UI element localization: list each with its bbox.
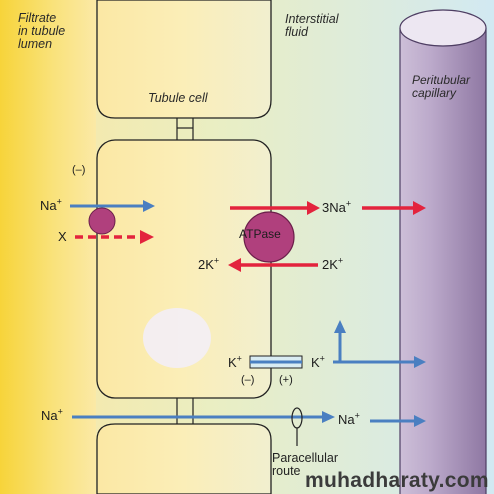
paracellular-pointer <box>291 407 303 446</box>
nucleus <box>143 308 211 368</box>
three-na-label: 3Na+ <box>322 198 352 215</box>
atpase-pump-icon <box>243 211 295 263</box>
na-apical-arrow <box>70 200 155 212</box>
minus-sign-k: (–) <box>241 374 255 386</box>
lower-tubule-cell <box>96 423 272 494</box>
na-paracellular-right-label: Na+ <box>338 410 360 427</box>
two-k-left-label: 2K+ <box>198 255 220 272</box>
k-channel-icon <box>249 355 303 369</box>
k-out-label: K+ <box>311 353 325 370</box>
plus-sign-k: (+) <box>279 374 293 386</box>
filtrate-label: Filtrate in tubule lumen <box>18 11 66 52</box>
interstitial-fluid-label: Interstitial fluid <box>285 12 339 40</box>
three-na-arrow <box>230 201 426 215</box>
two-k-right-label: 2K+ <box>322 255 344 272</box>
two-k-arrow <box>228 258 318 272</box>
cotransporter-icon <box>88 207 116 235</box>
na-paracellular-left-label: Na+ <box>41 406 63 423</box>
watermark-text: muhadharaty.com <box>305 469 489 492</box>
x-label: X <box>58 229 67 244</box>
atpase-label: ATPase <box>239 227 281 241</box>
lumen-region <box>0 0 96 494</box>
tubule-cell-label: Tubule cell <box>148 91 208 105</box>
minus-sign-top: (–) <box>72 164 86 176</box>
k-out-arrow <box>333 320 426 368</box>
k-channel-label: K+ <box>228 353 242 370</box>
tight-junction-top <box>176 118 194 140</box>
upper-tubule-cell <box>96 0 272 119</box>
paracellular-route-label: Paracellular route <box>272 451 339 479</box>
paracellular-na-arrow <box>72 411 426 427</box>
na-apical-label: Na+ <box>40 196 62 213</box>
x-cotransport-arrow <box>75 230 154 244</box>
peritubular-capillary-label: Peritubular capillary <box>412 73 471 100</box>
tight-junction-bottom <box>176 398 194 424</box>
